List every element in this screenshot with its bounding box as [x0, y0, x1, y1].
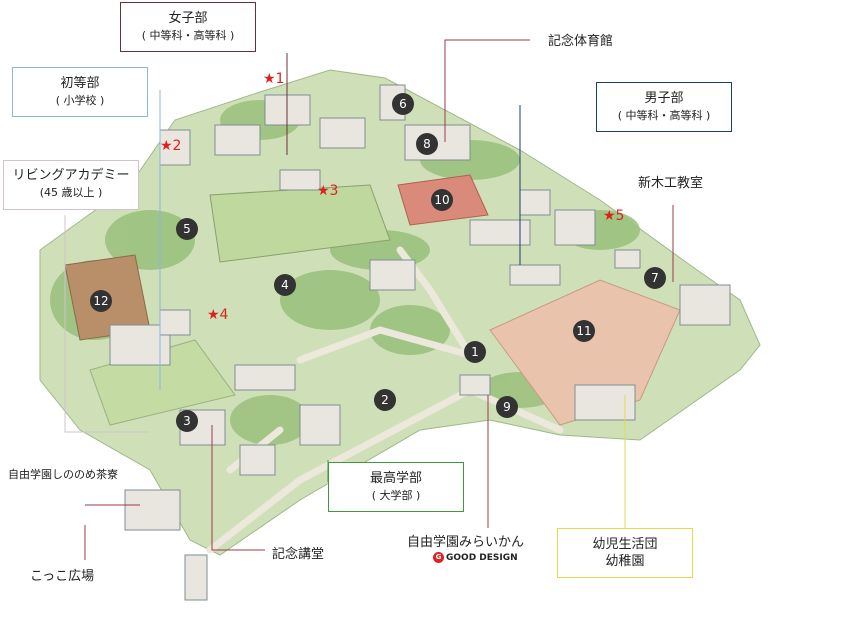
- star-1: ★1: [263, 71, 284, 87]
- svg-text:1: 1: [471, 345, 479, 359]
- star-5: ★5: [603, 208, 624, 224]
- star-markers: ★1 ★2 ★3 ★4 ★5: [160, 71, 624, 323]
- marker-9: 9: [496, 396, 518, 418]
- marker-5: 5: [176, 218, 198, 240]
- svg-text:4: 4: [281, 278, 289, 292]
- label-gym: 記念体育館: [548, 34, 614, 49]
- label-kindergarten: 幼児生活団 幼稚園: [557, 528, 693, 578]
- good-design-icon: G: [433, 552, 444, 563]
- svg-text:10: 10: [434, 193, 449, 207]
- leader-lines: [64, 39, 674, 560]
- marker-2: 2: [374, 389, 396, 411]
- svg-text:5: 5: [183, 222, 191, 236]
- label-auditorium: 記念講堂: [272, 547, 325, 562]
- svg-text:12: 12: [93, 294, 108, 308]
- svg-text:7: 7: [651, 271, 659, 285]
- label-girls: 女子部 ( 中等科・高等科 ): [120, 2, 256, 52]
- label-boys: 男子部 ( 中等科・高等科 ): [596, 82, 732, 132]
- svg-text:9: 9: [503, 400, 511, 414]
- marker-8: 8: [416, 133, 438, 155]
- svg-text:3: 3: [183, 414, 191, 428]
- numbered-markers: 1 2 3 4 5 6 7 8 9 10 11 12: [90, 93, 666, 432]
- label-mirai: 自由学園みらいかん: [407, 535, 525, 550]
- svg-text:6: 6: [399, 97, 407, 111]
- marker-11: 11: [573, 320, 595, 342]
- label-living-academy: リビングアカデミー (45 歳以上 ): [3, 160, 139, 210]
- label-kokko: こっこ広場: [30, 569, 95, 584]
- svg-text:2: 2: [381, 393, 389, 407]
- svg-text:8: 8: [423, 137, 431, 151]
- label-teahouse: 自由学園しののめ茶寮: [8, 468, 118, 481]
- marker-10: 10: [431, 189, 453, 211]
- marker-4: 4: [274, 274, 296, 296]
- star-4: ★4: [207, 307, 229, 323]
- marker-1: 1: [464, 341, 486, 363]
- star-2: ★2: [160, 138, 181, 154]
- marker-3: 3: [176, 410, 198, 432]
- label-elementary: 初等部 ( 小学校 ): [12, 67, 148, 117]
- marker-12: 12: [90, 290, 112, 312]
- svg-text:11: 11: [576, 324, 591, 338]
- label-saiko: 最高学部 ( 大学部 ): [328, 462, 464, 512]
- star-3: ★3: [317, 183, 338, 199]
- marker-7: 7: [644, 267, 666, 289]
- marker-6: 6: [392, 93, 414, 115]
- label-woodwork: 新木工教室: [638, 176, 704, 191]
